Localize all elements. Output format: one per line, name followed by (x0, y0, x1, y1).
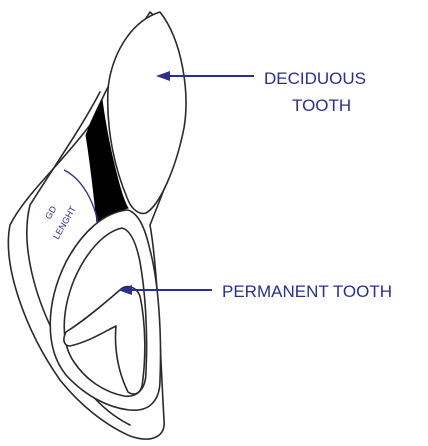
deciduous-label-line1: DECIDUOUS (264, 69, 366, 88)
deciduous-label-line2: TOOTH (292, 96, 351, 115)
permanent-label: PERMANENT TOOTH (222, 282, 392, 301)
